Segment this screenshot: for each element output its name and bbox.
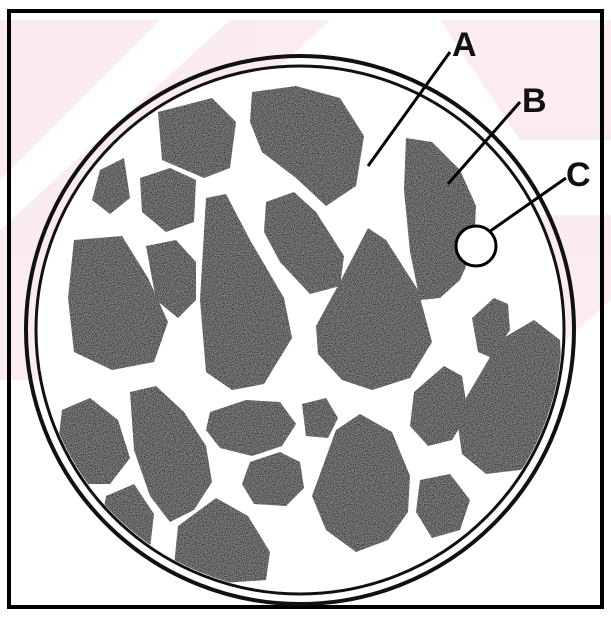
highlight-circle: [456, 226, 496, 266]
label-b: B: [522, 82, 547, 120]
label-c: C: [566, 156, 591, 194]
label-a: A: [452, 26, 477, 64]
